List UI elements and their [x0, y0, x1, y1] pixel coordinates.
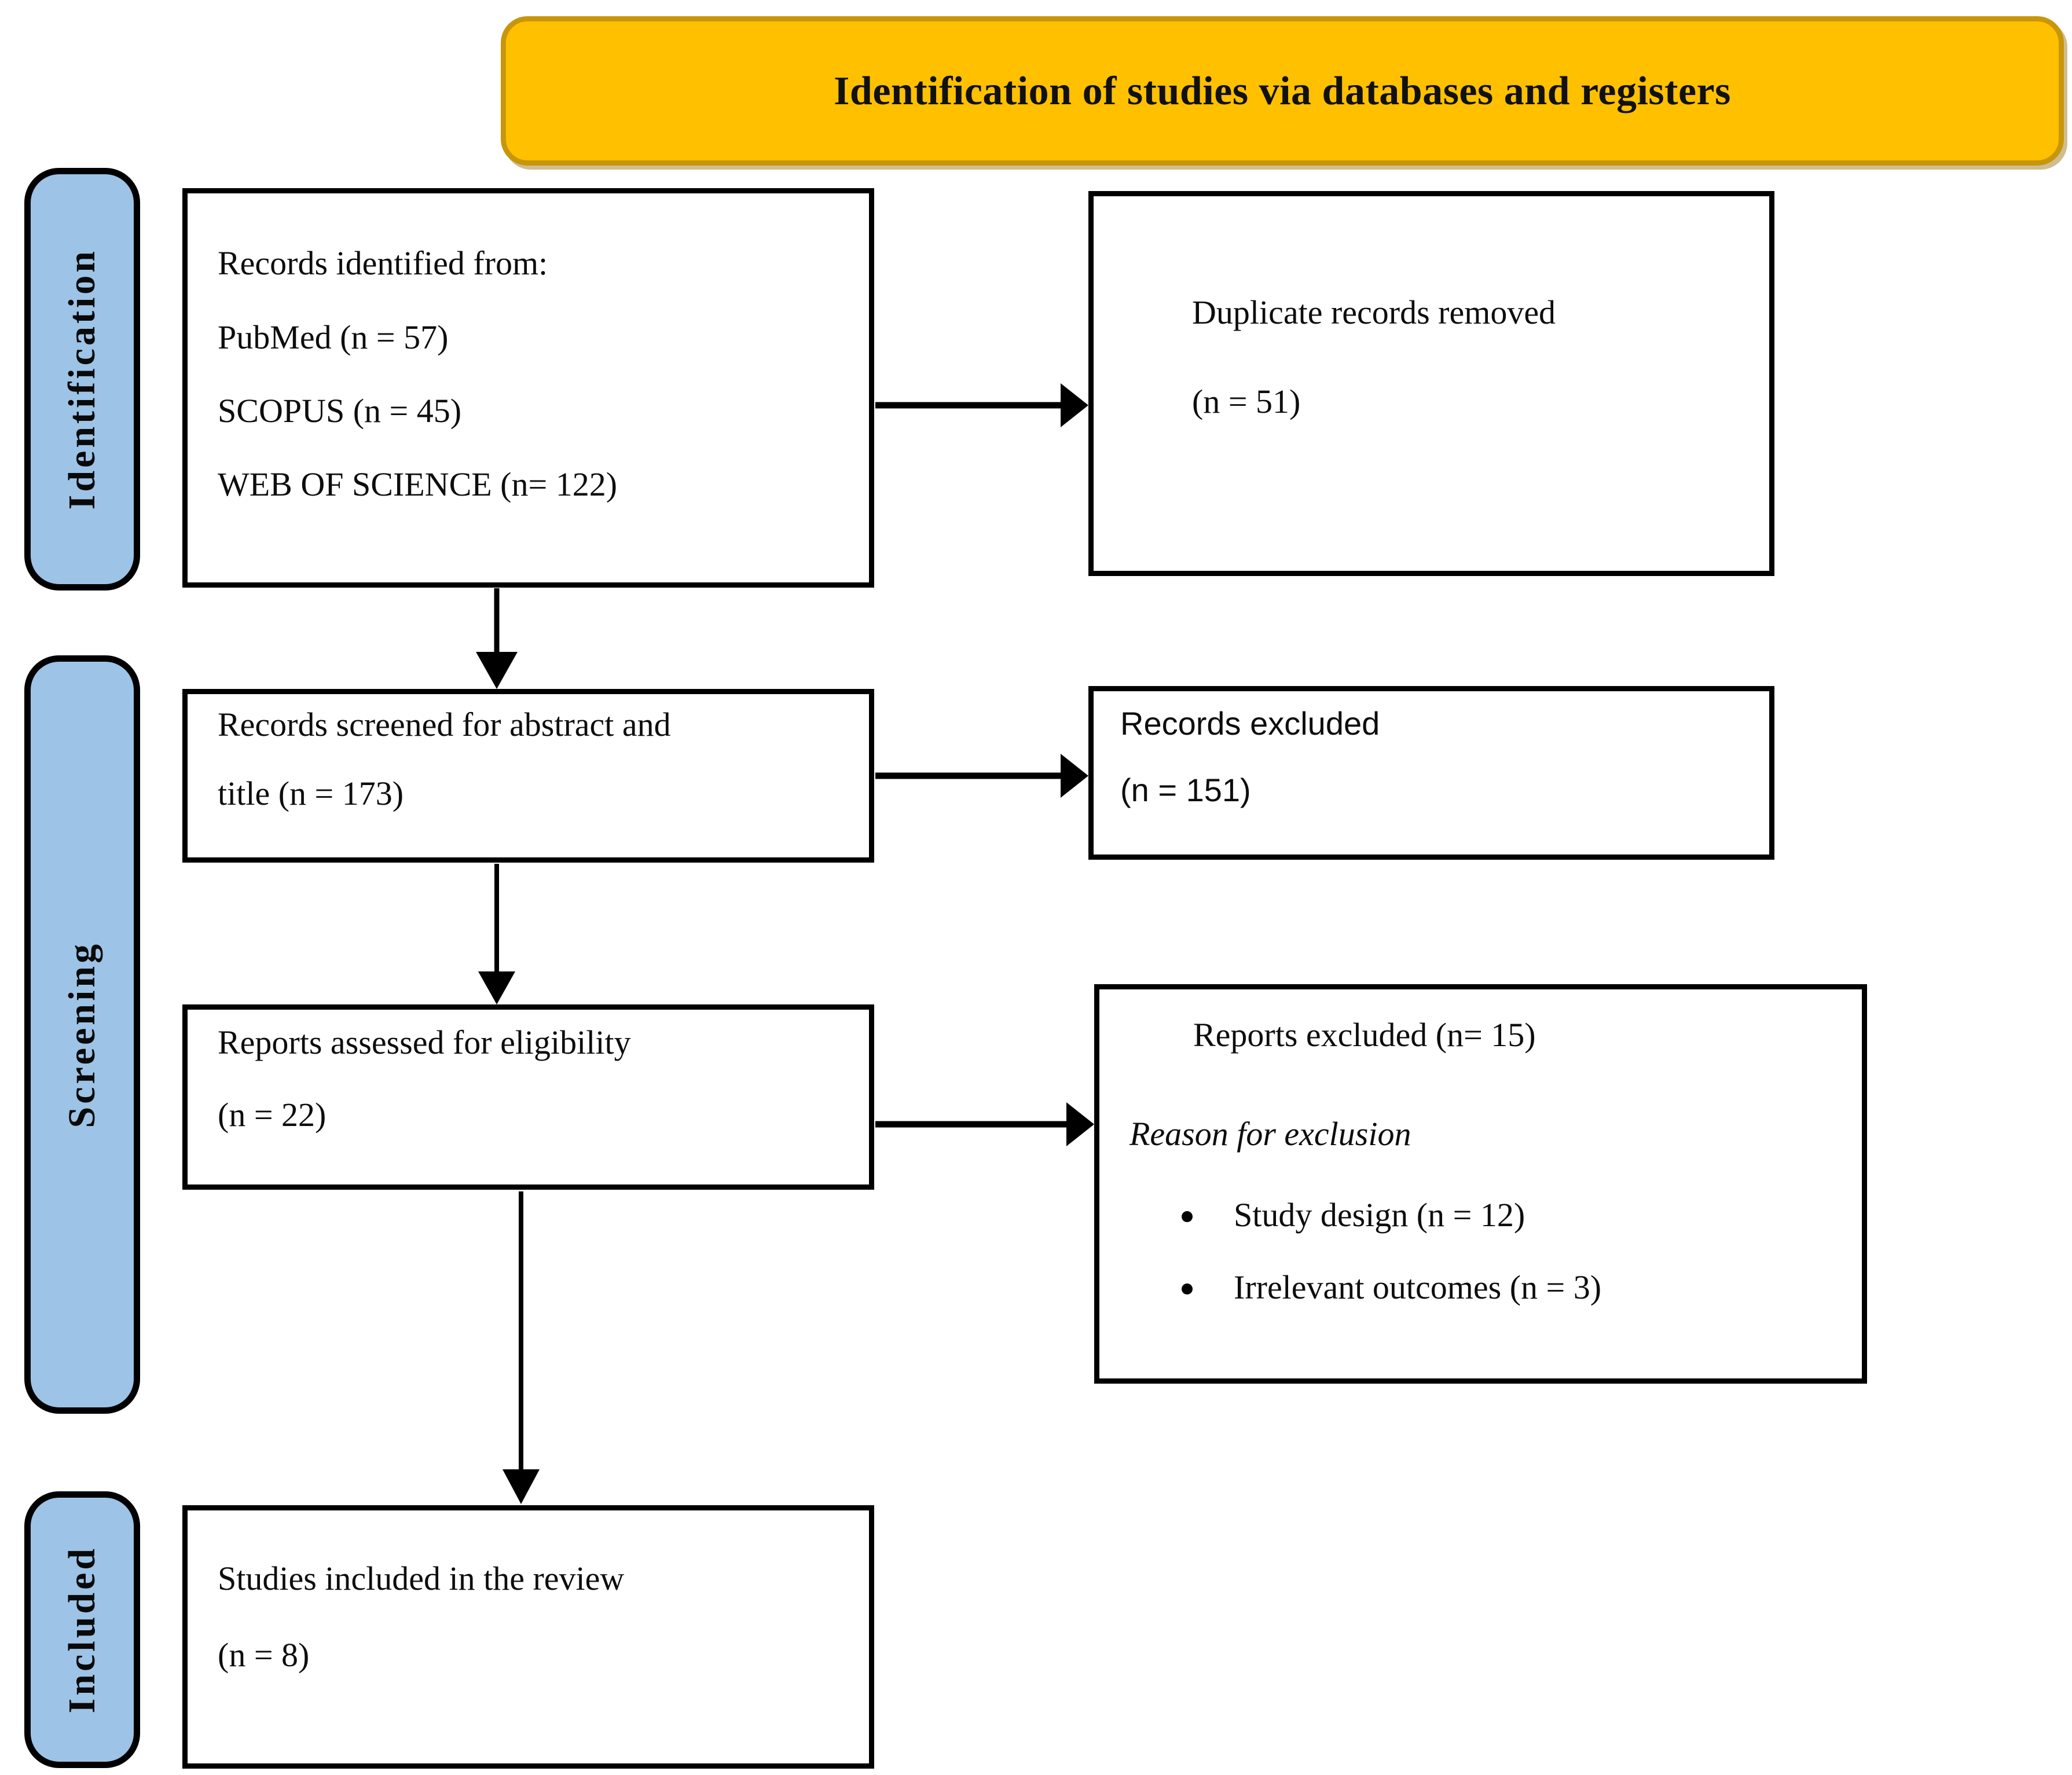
arrow-screened-to-eligibility — [478, 864, 515, 1004]
box-line: Duplicate records removed — [1192, 294, 1556, 332]
box-duplicate-records-removed: Duplicate records removed (n = 51) — [1088, 191, 1774, 576]
arrow-identified-to-screened — [476, 588, 518, 689]
box-records-screened: Records screened for abstract and title … — [182, 689, 874, 863]
diagram-header-banner: Identification of studies via databases … — [501, 16, 2064, 166]
box-records-excluded: Records excluded (n = 151) — [1088, 686, 1774, 860]
box-line: (n = 22) — [218, 1096, 327, 1134]
diagram-title: Identification of studies via databases … — [834, 68, 1731, 113]
stage-label-included: Included — [61, 1546, 103, 1714]
arrow-eligibility-to-included — [503, 1191, 540, 1504]
list-item: Study design (n = 12) — [1129, 1197, 1832, 1233]
stage-pill-screening: Screening — [24, 655, 140, 1414]
box-records-identified: Records identified from: PubMed (n = 57)… — [182, 188, 874, 588]
box-line: (n = 151) — [1120, 772, 1251, 808]
box-line: (n = 51) — [1192, 382, 1301, 420]
box-line: Studies included in the review — [218, 1560, 625, 1598]
box-line: Records excluded — [1120, 705, 1380, 742]
box-line: Records screened for abstract and — [218, 705, 671, 743]
stage-pill-identification: Identification — [24, 168, 140, 591]
box-line: Reports assessed for eligibility — [218, 1023, 631, 1061]
stage-label-screening: Screening — [61, 941, 103, 1128]
arrow-identified-to-duplicates — [875, 383, 1088, 427]
arrow-screened-to-records-excluded — [875, 754, 1088, 798]
list-item: Irrelevant outcomes (n = 3) — [1129, 1270, 1832, 1305]
box-reports-excluded: Reports excluded (n= 15) Reason for excl… — [1094, 984, 1867, 1384]
box-studies-included: Studies included in the review (n = 8) — [182, 1505, 874, 1769]
box-line: WEB OF SCIENCE (n= 122) — [218, 465, 618, 504]
reason-for-exclusion-label: Reason for exclusion — [1129, 1115, 1411, 1153]
box-line: title (n = 173) — [218, 775, 404, 812]
box-line: PubMed (n = 57) — [218, 318, 449, 356]
stage-label-identification: Identification — [61, 248, 103, 510]
box-reports-assessed-for-eligibility: Reports assessed for eligibility (n = 22… — [182, 1004, 874, 1190]
reports-excluded-heading: Reports excluded (n= 15) — [1193, 1016, 1536, 1054]
stage-pill-included: Included — [24, 1491, 140, 1768]
box-line: Records identified from: — [218, 244, 548, 283]
box-line: SCOPUS (n = 45) — [218, 392, 462, 430]
arrow-eligibility-to-reports-excluded — [875, 1102, 1094, 1146]
exclusion-reason-list: Study design (n = 12) Irrelevant outcome… — [1129, 1197, 1832, 1305]
box-line: (n = 8) — [218, 1635, 310, 1674]
